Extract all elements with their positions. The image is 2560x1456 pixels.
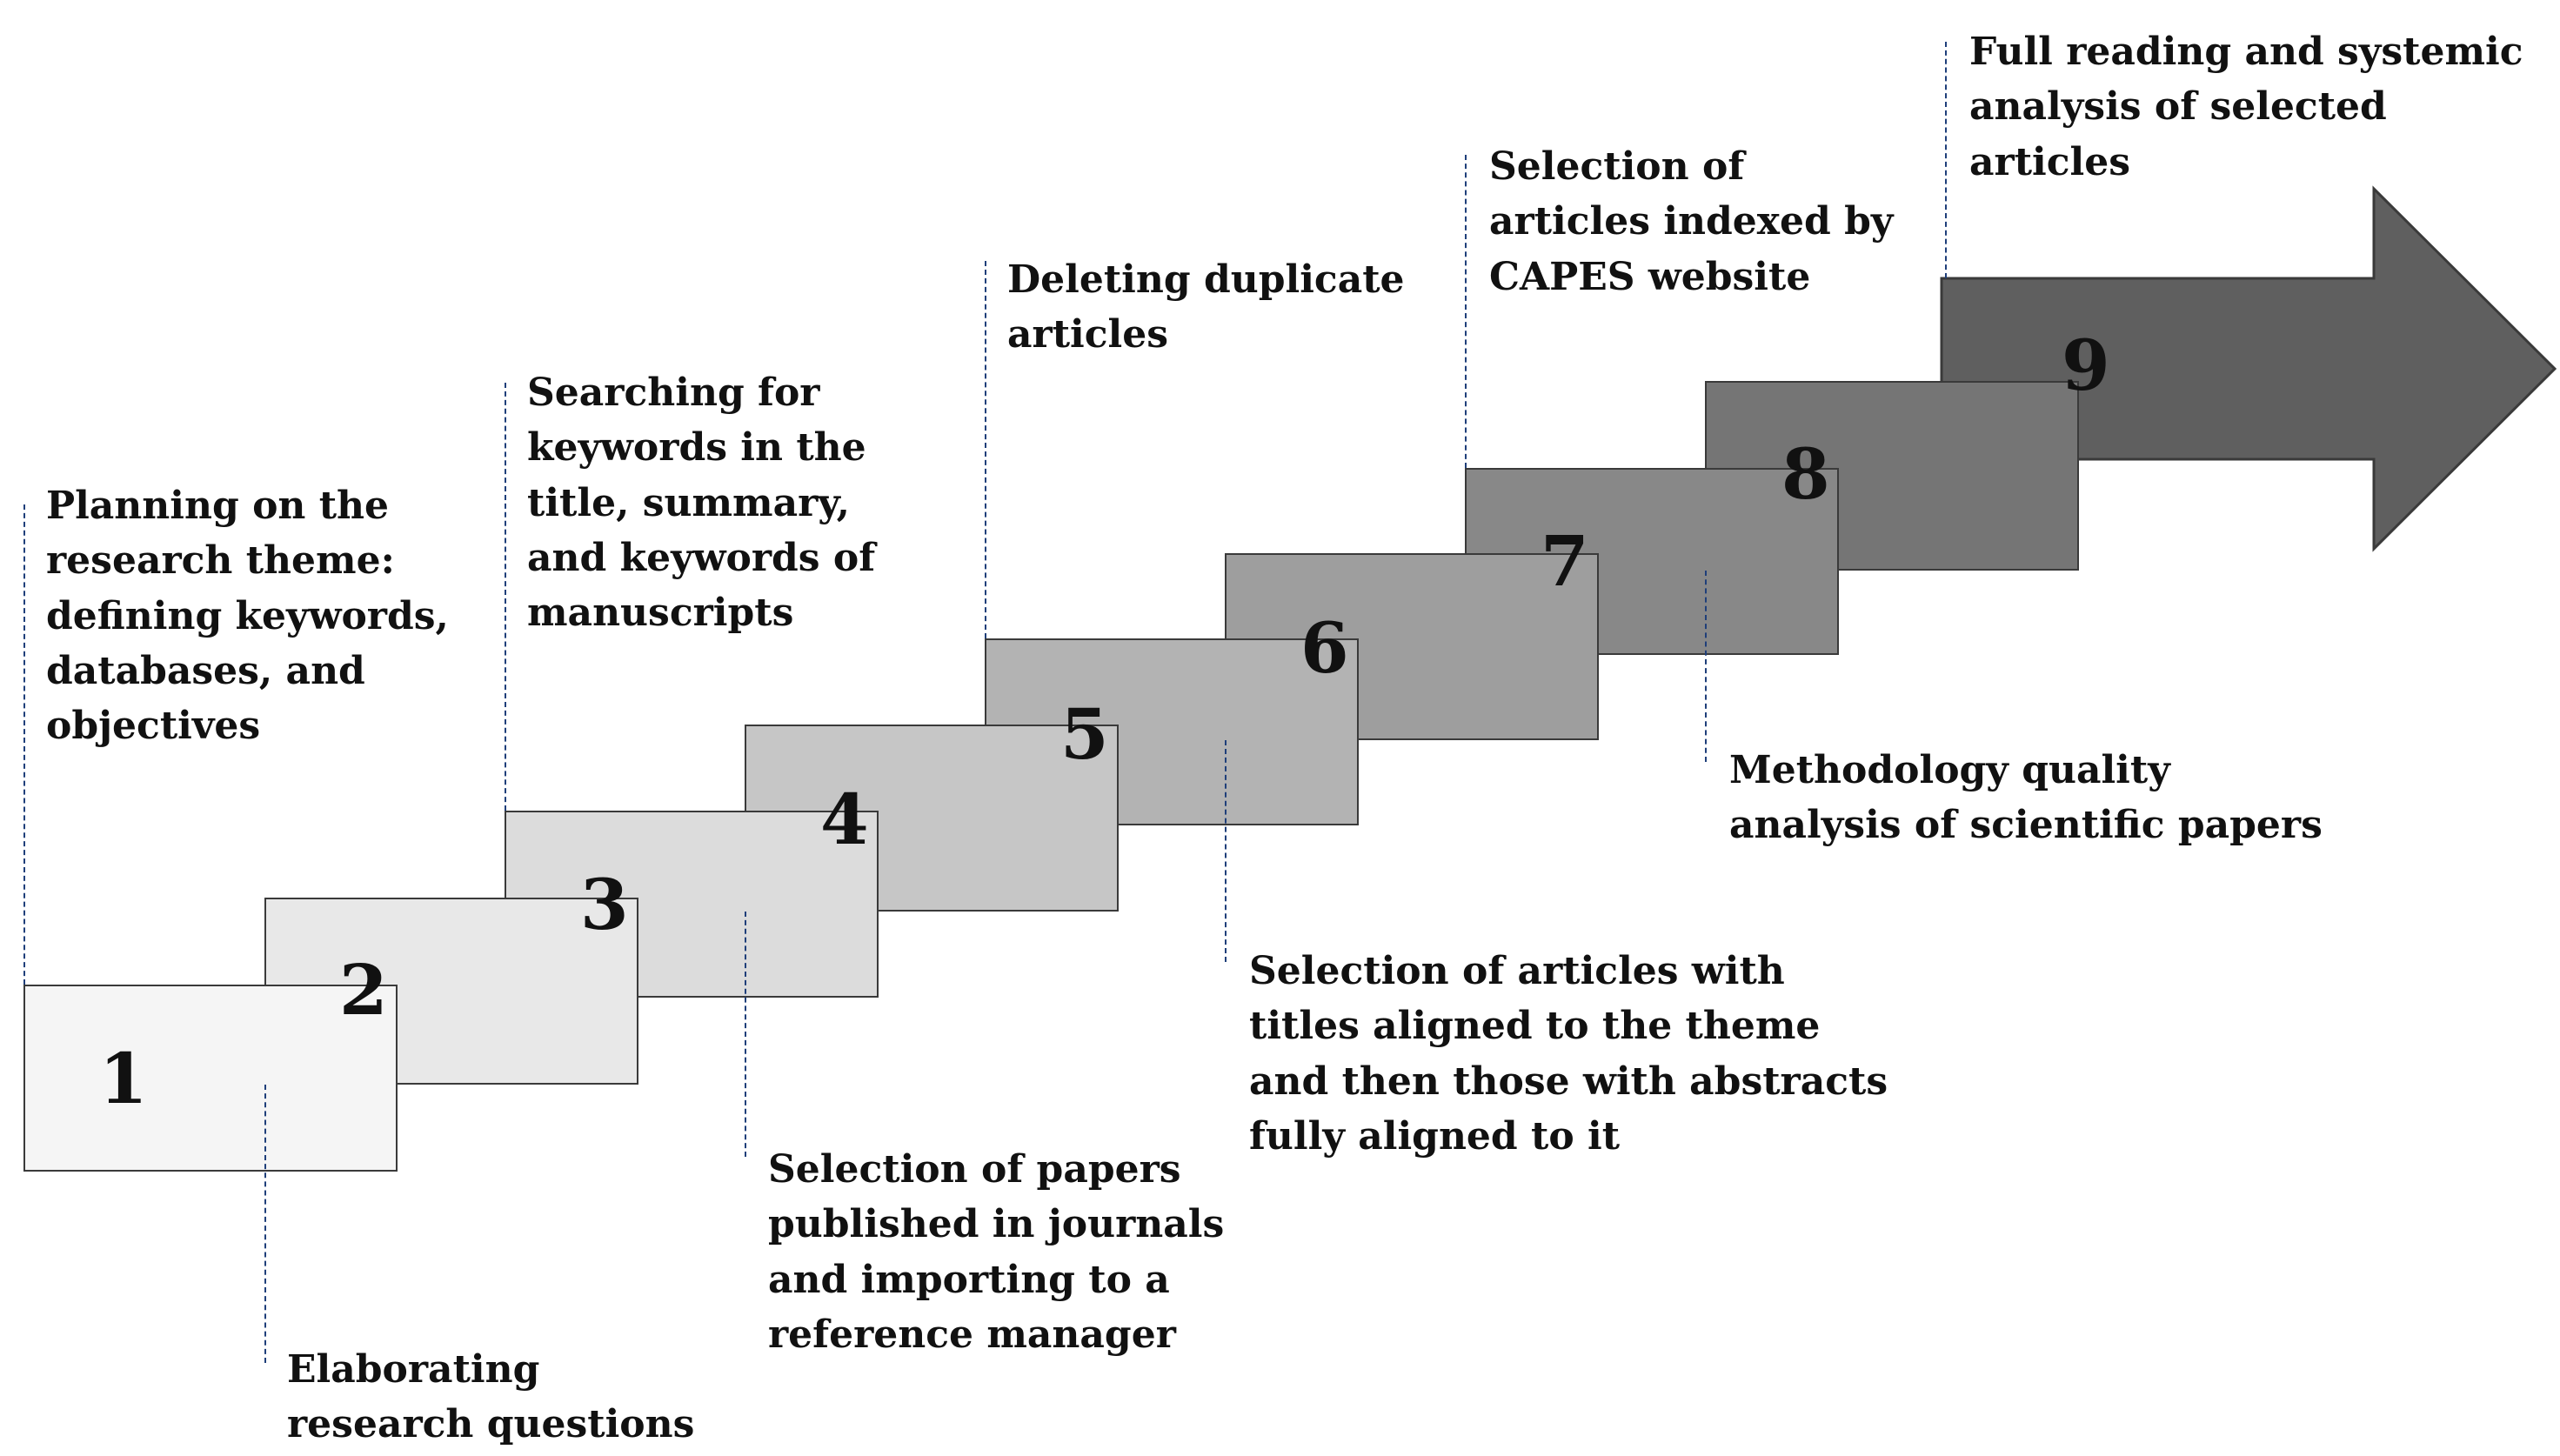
step-5-leader bbox=[985, 261, 986, 638]
step-5-label: Deleting duplicate articles bbox=[1007, 257, 1405, 357]
step-4-leader bbox=[745, 912, 746, 1157]
step-4-number: 4 bbox=[820, 778, 869, 860]
step-1-label: Planning on the research theme: defining… bbox=[46, 484, 449, 749]
step-7-leader bbox=[1465, 155, 1467, 468]
step-2-leader bbox=[264, 1085, 266, 1363]
step-6-leader bbox=[1225, 740, 1227, 962]
step-7-number: 7 bbox=[1541, 520, 1589, 602]
step-9-label: Full reading and systemic analysis of se… bbox=[1969, 30, 2523, 184]
step-3-label: Searching for keywords in the title, sum… bbox=[527, 371, 876, 636]
step-3-number: 3 bbox=[580, 864, 629, 945]
step-3-leader bbox=[505, 383, 506, 811]
step-4-label: Selection of papers published in journal… bbox=[768, 1147, 1225, 1358]
step-8-leader bbox=[1705, 571, 1707, 762]
step-8-number: 8 bbox=[1781, 433, 1830, 515]
step-1-box bbox=[23, 985, 398, 1172]
step-2-number: 2 bbox=[339, 949, 388, 1031]
step-6-label: Selection of articles with titles aligne… bbox=[1249, 949, 1888, 1159]
step-5-number: 5 bbox=[1060, 693, 1109, 775]
step-6-number: 6 bbox=[1300, 607, 1349, 689]
step-8-label: Methodology quality analysis of scientif… bbox=[1729, 748, 2323, 848]
step-7-label: Selection of articles indexed by CAPES w… bbox=[1489, 144, 1894, 299]
step-1-leader bbox=[23, 504, 25, 985]
step-9-number: 9 bbox=[2062, 324, 2110, 406]
step-1-number: 1 bbox=[99, 1038, 148, 1119]
step-2-label: Elaborating research questions bbox=[287, 1347, 695, 1447]
step-9-leader bbox=[1945, 42, 1947, 278]
